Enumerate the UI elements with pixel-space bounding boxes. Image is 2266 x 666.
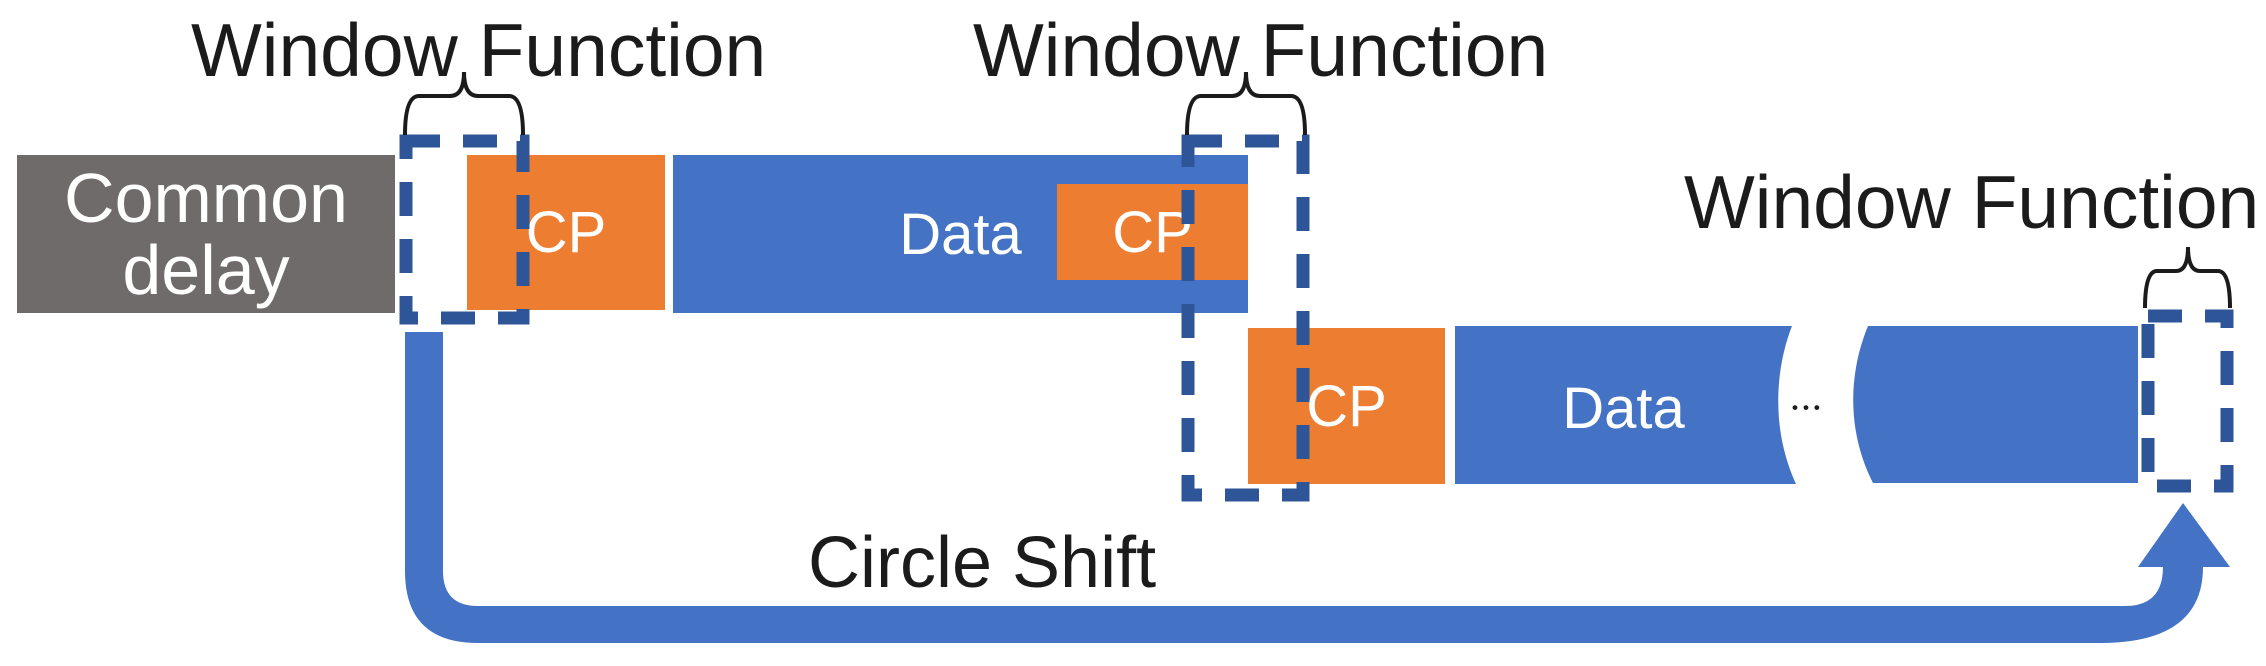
break-ellipsis: ••• <box>1792 398 1825 417</box>
window-function-label-1: Window Function <box>191 8 767 92</box>
window-brace-1 <box>403 71 525 136</box>
window-brace-2 <box>1185 71 1307 136</box>
window-brace-3 <box>2143 246 2232 309</box>
circle-shift-arrow <box>405 332 2230 643</box>
cp-block-row1-label: CP <box>525 200 607 265</box>
window-dashed-box-1 <box>399 134 530 325</box>
inset-cp-block-row1-label: CP <box>1112 199 1193 265</box>
data-block-row2-segment-b <box>1853 326 2138 483</box>
window-dashed-box-3 <box>2141 309 2234 493</box>
data-block-row2-label: Data <box>1562 376 1685 441</box>
cp-block-row1: CP <box>467 155 665 310</box>
cp-block-row2: CP <box>1248 328 1445 484</box>
cp-block-row2-label: CP <box>1306 373 1387 439</box>
circle-shift-label: Circle Shift <box>808 523 1157 603</box>
data-block-row2-segment-a <box>1455 326 1796 484</box>
common-delay-block: Common delay <box>17 155 395 313</box>
window-function-label-3: Window Function <box>1684 160 2260 244</box>
inset-cp-block-row1: CP <box>1057 184 1248 280</box>
data-block-row1: Data CP <box>673 155 1248 313</box>
window-function-label-2: Window Function <box>973 8 1549 92</box>
window-dashed-box-2 <box>1181 134 1310 502</box>
common-delay-line2: delay <box>122 231 290 309</box>
common-delay-line1: Common <box>64 159 348 237</box>
data-block-row1-label: Data <box>899 201 1022 267</box>
